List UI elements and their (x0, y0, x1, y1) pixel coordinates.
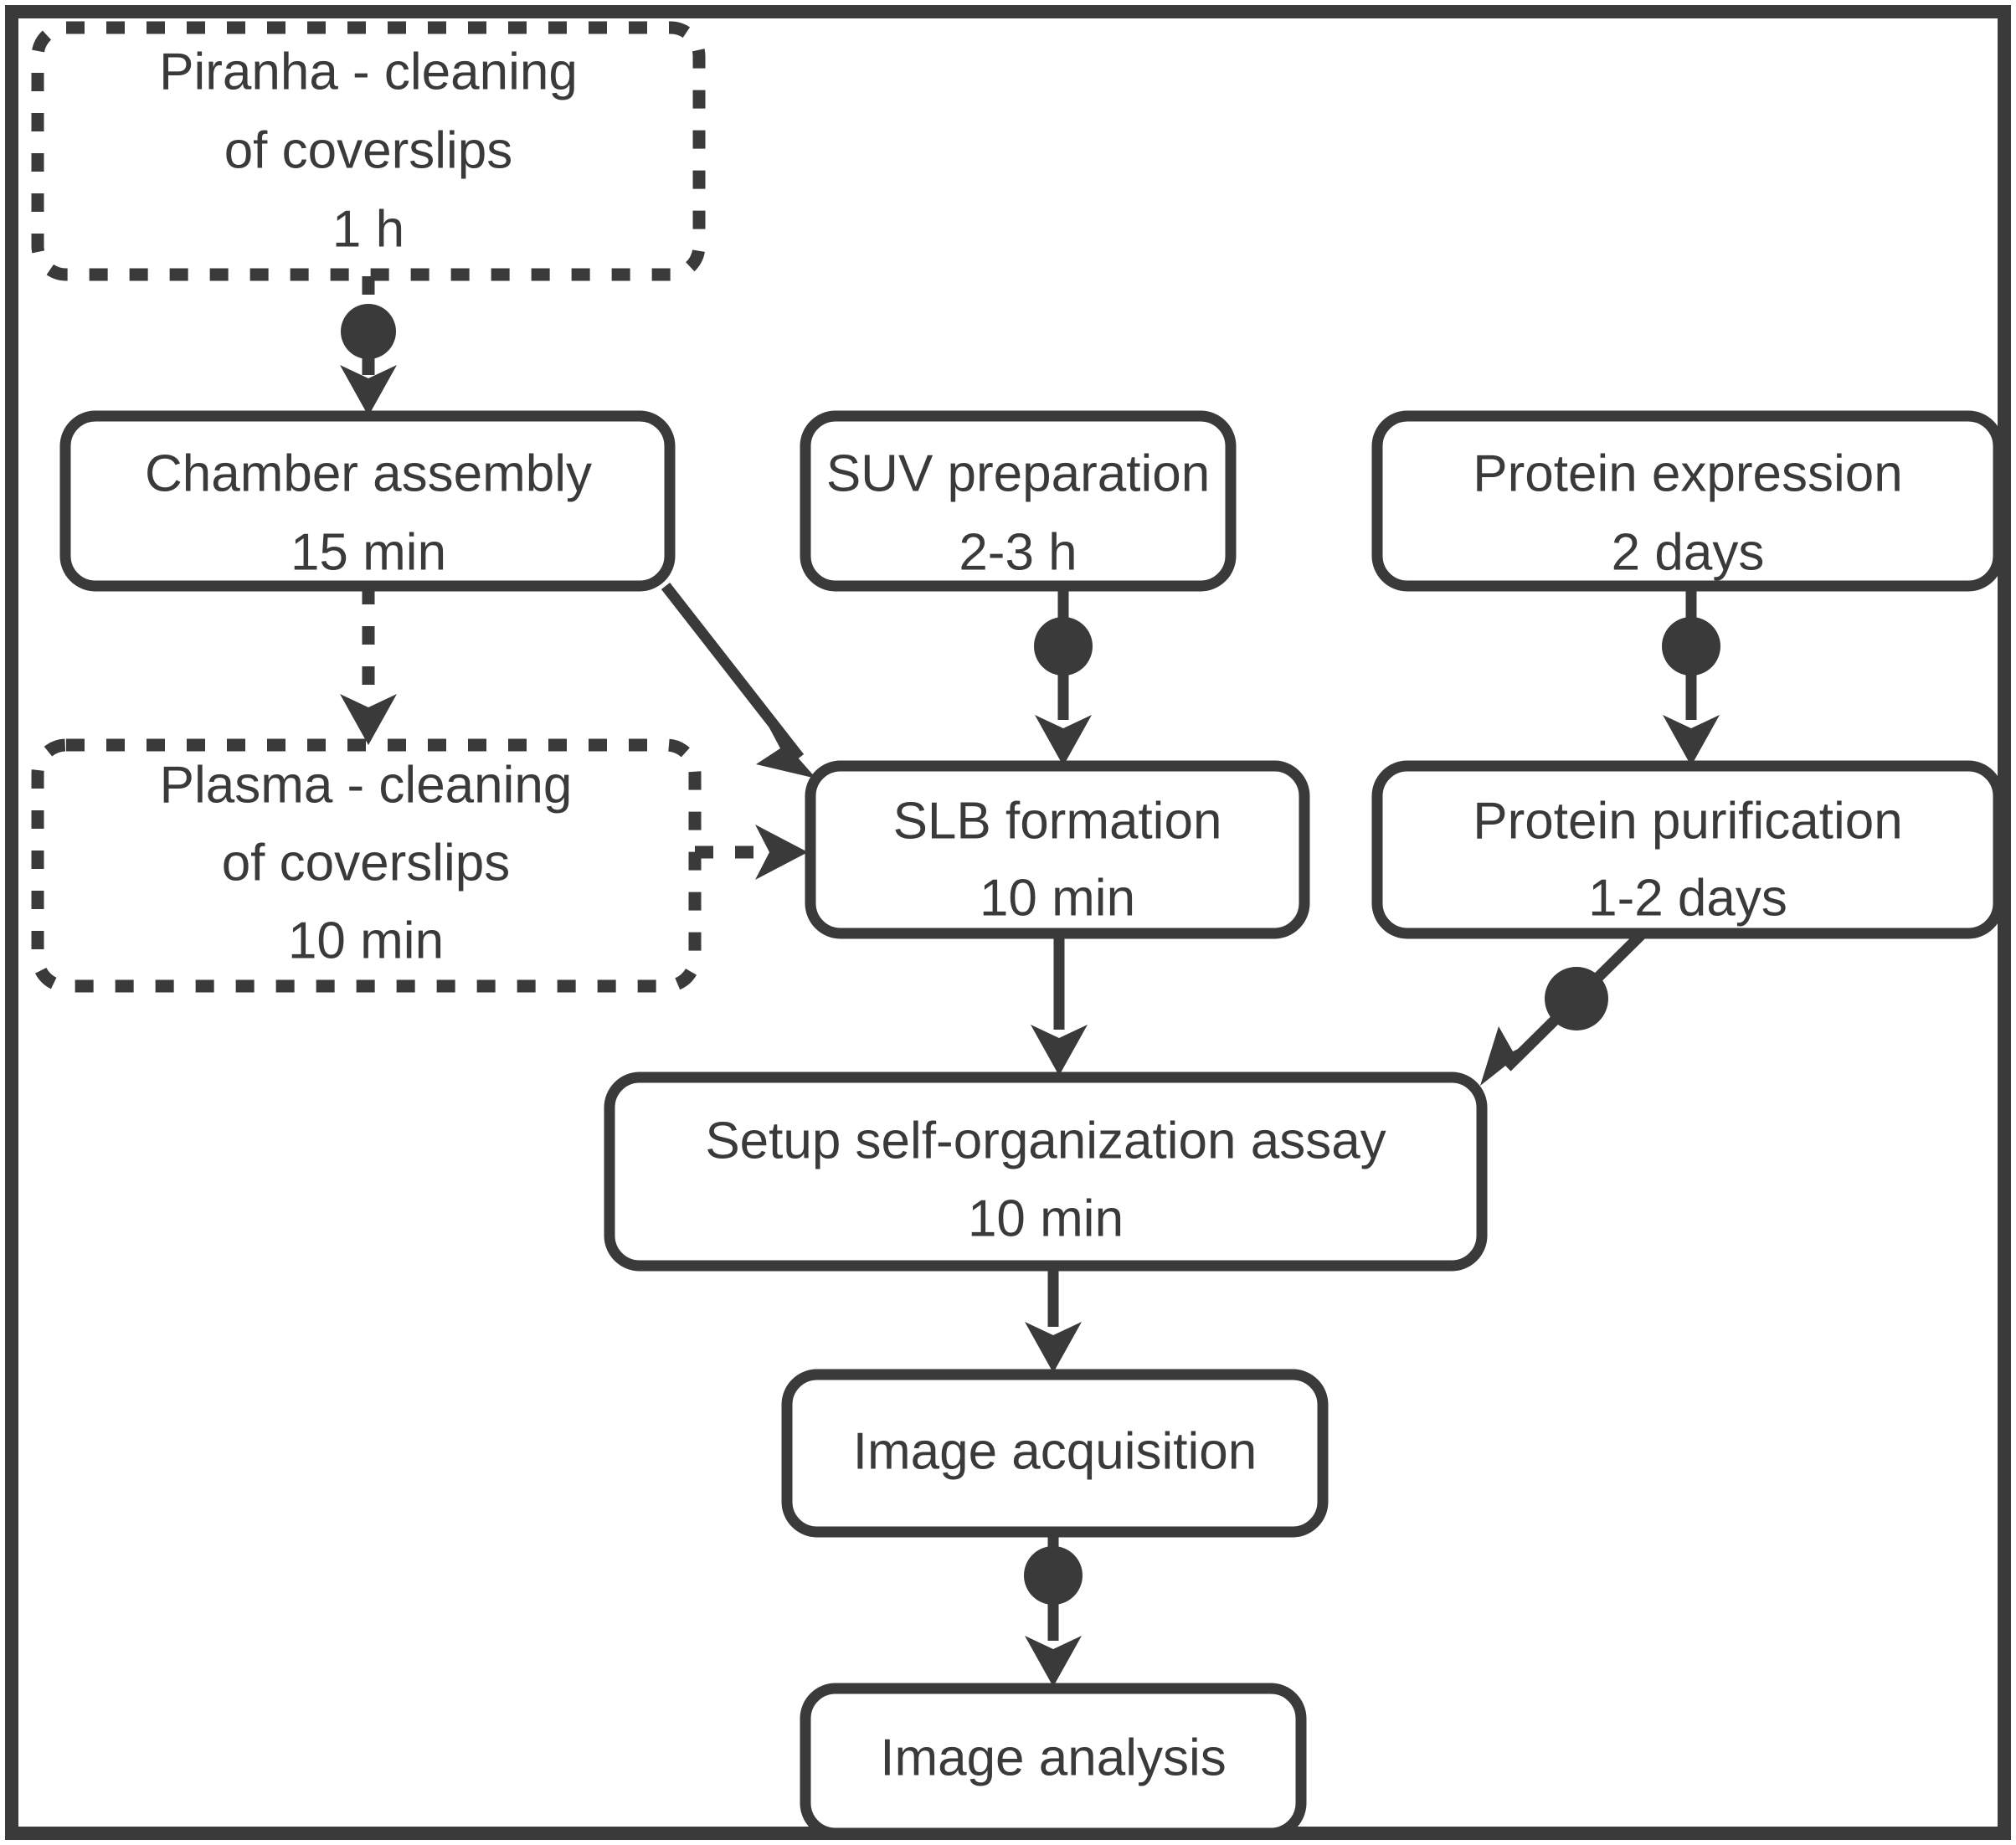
node-line-1: SLB formation (893, 792, 1222, 850)
node-line-1: Image analysis (880, 1729, 1227, 1786)
arrow-head (340, 694, 397, 745)
arrow-head (1025, 1636, 1082, 1687)
node-box[interactable] (800, 410, 1237, 592)
edge-chamber-to-plasma (340, 586, 397, 745)
node-line-3: 1 h (332, 200, 404, 258)
node-box[interactable] (59, 410, 676, 592)
arrow-head (340, 365, 397, 416)
arrow-head (1035, 715, 1092, 766)
node-box[interactable] (800, 1683, 1307, 1839)
node-line-1: Plasma - cleaning (160, 756, 573, 814)
pause-marker-dot (341, 304, 396, 359)
node-box[interactable] (1371, 410, 2004, 592)
node-line-1: Image acquisition (853, 1422, 1257, 1480)
node-box[interactable] (31, 738, 702, 993)
node-protein-purification[interactable]: Protein purification 1-2 days (1371, 760, 2004, 939)
edge-plasma-to-slb (695, 825, 808, 880)
arrow-head (1025, 1322, 1082, 1373)
arrow-head (755, 825, 808, 880)
node-piranha-cleaning[interactable]: Piranha - cleaning of coverslips 1 h (31, 21, 706, 281)
node-box[interactable] (1371, 760, 2004, 939)
node-box[interactable] (604, 1072, 1488, 1272)
node-protein-expression[interactable]: Protein expression 2 days (1371, 410, 2004, 592)
edge-expression-to-purification (1662, 586, 1720, 766)
node-line-1: Protein purification (1473, 792, 1903, 850)
edge-chamber-to-slb (661, 583, 816, 779)
edge-piranha-to-chamber (340, 276, 397, 416)
arrow-head (1663, 715, 1720, 766)
node-image-analysis[interactable]: Image analysis (800, 1683, 1307, 1839)
node-slb-formation[interactable]: SLB formation 10 min (805, 760, 1310, 939)
node-line-2: 2-3 h (959, 523, 1077, 581)
node-line-2: 2 days (1612, 523, 1765, 581)
node-setup-self-organization-assay[interactable]: Setup self-organization assay 10 min (604, 1072, 1488, 1272)
node-line-2: of coverslips (222, 834, 511, 892)
node-line-2: 10 min (968, 1190, 1124, 1247)
node-chamber-assembly[interactable]: Chamber assembly 15 min (59, 410, 676, 592)
node-line-2: 10 min (980, 869, 1135, 927)
edge-suv-to-slb (1034, 586, 1093, 766)
pause-marker-dot (1034, 617, 1093, 676)
pause-marker-dot (1545, 967, 1608, 1030)
edge-setup-to-acquisition (1025, 1266, 1082, 1373)
arrow-head (756, 722, 816, 779)
node-box[interactable] (781, 1369, 1329, 1538)
node-line-1: Setup self-organization assay (705, 1112, 1386, 1169)
node-line-1: Piranha - cleaning (159, 43, 578, 100)
node-suv-preparation[interactable]: SUV preparation 2-3 h (800, 410, 1237, 592)
node-line-1: SUV preparation (826, 445, 1210, 502)
node-line-2: 15 min (291, 523, 446, 581)
node-line-1: Chamber assembly (145, 445, 592, 502)
edge-purification-to-setup (1480, 929, 1647, 1086)
node-box[interactable] (805, 760, 1310, 939)
arrow-head (1031, 1025, 1088, 1076)
node-image-acquisition[interactable]: Image acquisition (781, 1369, 1329, 1538)
node-line-3: 10 min (288, 912, 444, 969)
edge-acquisition-to-analysis (1024, 1532, 1083, 1687)
pause-marker-dot (1662, 617, 1720, 676)
edge-slb-to-setup (1031, 933, 1088, 1076)
node-plasma-cleaning[interactable]: Plasma - cleaning of coverslips 10 min (31, 738, 702, 993)
node-line-1: Protein expression (1473, 445, 1903, 502)
arrow-head (1480, 1026, 1540, 1086)
node-box[interactable] (31, 21, 706, 281)
pause-marker-dot (1024, 1546, 1083, 1605)
node-line-2: of coverslips (224, 121, 513, 179)
node-line-2: 1-2 days (1588, 869, 1787, 927)
